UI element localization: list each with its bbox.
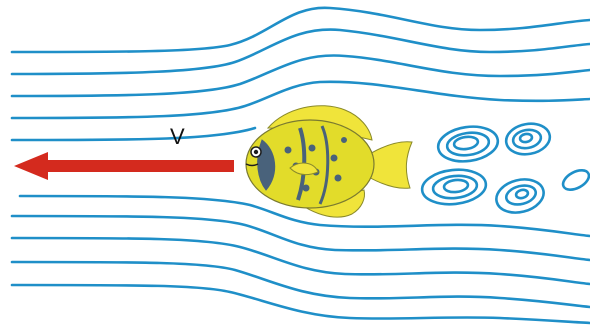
fish-pupil: [254, 150, 258, 154]
vortex-upper-right: [504, 120, 553, 157]
streamline-5: [12, 128, 255, 140]
vortex-lower-middle: [493, 175, 547, 218]
fish-illustration: [246, 106, 412, 217]
streamline-3: [12, 55, 590, 96]
velocity-arrow: V: [14, 124, 234, 180]
velocity-arrow-shaft-and-head: [14, 152, 234, 180]
vortex-lower-left: [420, 167, 487, 208]
streamline-1: [12, 8, 590, 52]
vortex-upper-left: [436, 123, 500, 165]
wake-vortices: [420, 120, 590, 217]
velocity-label: V: [170, 124, 185, 149]
vortex-lower-right: [560, 166, 590, 193]
